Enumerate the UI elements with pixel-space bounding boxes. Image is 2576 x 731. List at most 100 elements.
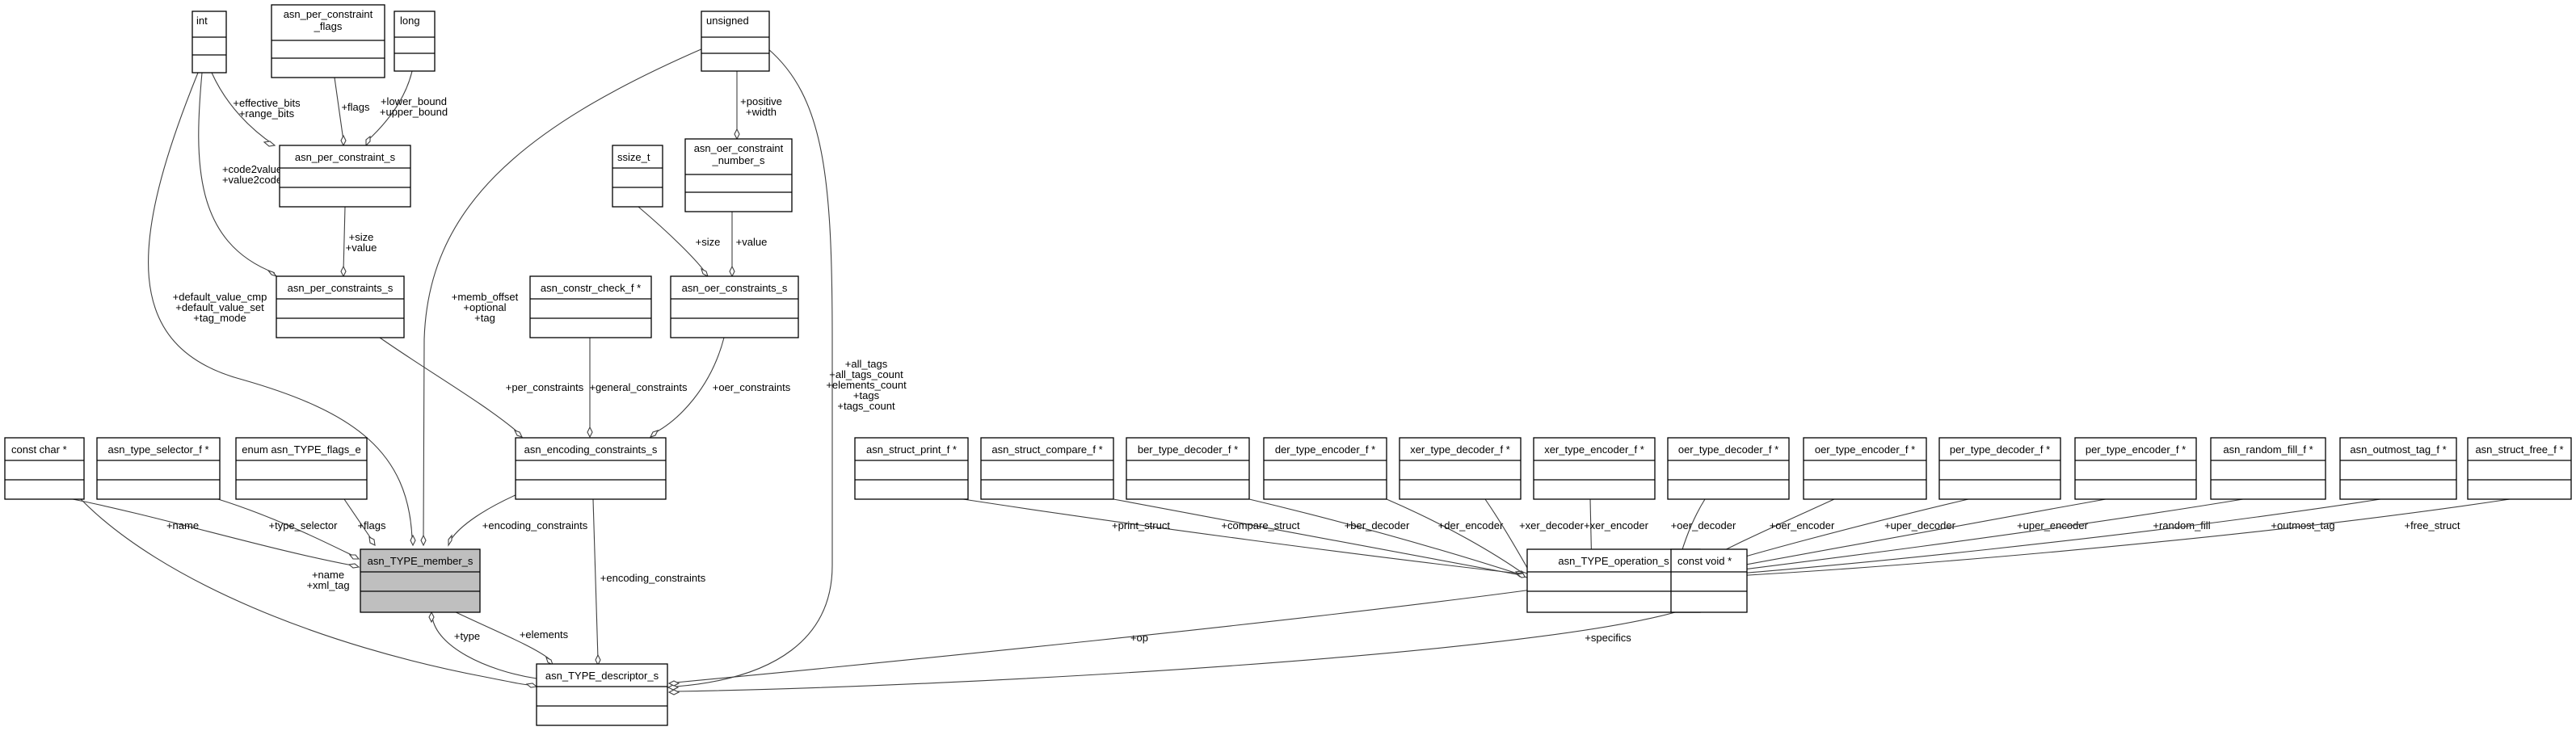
edge-label-der-encoder: +der_encoder <box>1438 519 1504 531</box>
class-type-member-title: asn_TYPE_member_s <box>368 555 474 567</box>
edge-label-descriptor-enc: +encoding_constraints <box>600 572 706 584</box>
edge-flags-member: +flags <box>343 498 386 546</box>
edge-label-print-struct: +print_struct <box>1112 519 1170 531</box>
class-der-encoder[interactable]: der_type_encoder_f * <box>1263 437 1387 500</box>
edge-label-oer-value: +value <box>736 236 768 248</box>
class-per-decoder-title: per_type_decoder_f * <box>1950 443 2050 456</box>
edge-compare-op: +compare_struct <box>1113 498 1527 578</box>
edge-type-selector-member: +type_selector <box>217 498 360 560</box>
edge-label-specifics: +specifics <box>1585 632 1631 644</box>
edge-label-xml-tag: +xml_tag <box>306 579 349 591</box>
edge-ber-dec-op: +ber_decoder <box>1248 498 1529 578</box>
class-oer-decoder[interactable]: oer_type_decoder_f * <box>1667 437 1790 500</box>
edge-label-flags: +flags <box>341 101 370 113</box>
class-per-constraint-s[interactable]: asn_per_constraint_s <box>279 145 411 208</box>
class-per-encoder[interactable]: per_type_encoder_f * <box>2074 437 2197 500</box>
edge-label-outmost-tag: +outmost_tag <box>2271 519 2334 531</box>
edge-descriptor-member: +type <box>428 611 537 679</box>
class-oer-encoder[interactable]: oer_type_encoder_f * <box>1803 437 1927 500</box>
class-type-descriptor[interactable]: asn_TYPE_descriptor_s <box>536 663 668 726</box>
edge-label-width: +width <box>746 106 777 118</box>
class-oer-decoder-title: oer_type_decoder_f * <box>1678 443 1778 456</box>
edge-label-compare-struct: +compare_struct <box>1221 519 1300 531</box>
edge-label-ssize: +size <box>696 236 721 248</box>
edge-label-tags-count: +tags_count <box>837 400 895 412</box>
edge-label-type: +type <box>454 630 480 642</box>
class-ber-decoder[interactable]: ber_type_decoder_f * <box>1126 437 1250 500</box>
class-xer-decoder-title: xer_type_decoder_f * <box>1410 443 1510 456</box>
edge-label-effective-bits: +effective_bits <box>233 97 301 109</box>
edge-label-tag-mode: +tag_mode <box>193 312 246 324</box>
class-encoding-constraints-title: asn_encoding_constraints_s <box>524 443 658 456</box>
edge-char-member: +name <box>72 498 360 569</box>
class-struct-free[interactable]: asn_struct_free_f * <box>2467 437 2572 500</box>
class-per-constraint-flags[interactable]: asn_per_constraint _flags <box>271 4 385 78</box>
class-unsigned[interactable]: unsigned <box>701 11 770 72</box>
edge-oer-number-oer-constraints: +value <box>729 212 768 278</box>
edge-label-uper-encoder: +uper_encoder <box>2017 519 2088 531</box>
edge-ssize-oer-constraints: +size <box>638 206 721 278</box>
class-int-title: int <box>196 15 208 27</box>
class-per-decoder[interactable]: per_type_decoder_f * <box>1938 437 2061 500</box>
class-der-encoder-title: der_type_encoder_f * <box>1275 443 1375 456</box>
edge-int-per-constraints: +code2value +value2code <box>198 72 282 278</box>
class-xer-encoder-title: xer_type_encoder_f * <box>1544 443 1644 456</box>
edge-label-op: +op <box>1130 632 1148 644</box>
class-encoding-constraints[interactable]: asn_encoding_constraints_s <box>515 437 667 500</box>
edge-label-positive: +positive <box>740 95 782 107</box>
edge-label-elements: +elements <box>520 628 569 641</box>
class-xer-decoder[interactable]: xer_type_decoder_f * <box>1399 437 1522 500</box>
class-random-fill[interactable]: asn_random_fill_f * <box>2210 437 2326 500</box>
edge-label-oer-constraints: +oer_constraints <box>713 381 791 393</box>
edge-label-upper-bound: +upper_bound <box>380 106 448 118</box>
class-struct-print[interactable]: asn_struct_print_f * <box>854 437 969 500</box>
edge-int-member: +default_value_cmp +default_value_set +t… <box>148 72 416 547</box>
class-oer-constraint-number-title-2: _number_s <box>711 154 765 166</box>
edge-label-value2code: +value2code <box>222 174 282 186</box>
class-unsigned-title: unsigned <box>706 15 749 27</box>
edge-outmost-tag-op: +outmost_tag <box>1676 498 2381 579</box>
class-type-operation-title: asn_TYPE_operation_s <box>1558 555 1669 567</box>
class-flags-enum[interactable]: enum asn_TYPE_flags_e <box>235 437 368 500</box>
edge-label-memb-offset: +memb_offset <box>452 291 519 303</box>
edge-oer-constraints-enc: +oer_constraints <box>649 337 791 438</box>
edge-label-name: +name <box>166 519 199 531</box>
class-const-char[interactable]: const char * <box>4 437 85 500</box>
edge-unsigned-descriptor: +all_tags +all_tags_count +elements_coun… <box>667 48 907 691</box>
edge-label-member-flags: +flags <box>357 519 386 531</box>
class-long[interactable]: long <box>394 11 436 72</box>
class-per-constraint-flags-title-1: asn_per_constraint <box>284 8 373 20</box>
class-type-descriptor-title: asn_TYPE_descriptor_s <box>545 670 659 682</box>
class-xer-encoder[interactable]: xer_type_encoder_f * <box>1533 437 1656 500</box>
class-int[interactable]: int <box>192 11 227 74</box>
edge-label-member-enc: +encoding_constraints <box>482 519 588 531</box>
edge-label-oer-encoder: +oer_encoder <box>1770 519 1835 531</box>
class-struct-compare[interactable]: asn_struct_compare_f * <box>980 437 1114 500</box>
class-outmost-tag[interactable]: asn_outmost_tag_f * <box>2339 437 2457 500</box>
class-ssize-t[interactable]: ssize_t <box>612 145 663 208</box>
edge-label-default-value-cmp: +default_value_cmp <box>173 291 267 303</box>
edge-label-code2value: +code2value <box>222 163 282 175</box>
class-const-char-title: const char * <box>11 443 67 456</box>
class-long-title: long <box>400 15 420 27</box>
edge-unsigned-member: +memb_offset +optional +tag <box>420 48 704 547</box>
class-constr-check[interactable]: asn_constr_check_f * <box>529 275 652 338</box>
edge-per-constraint-per-constraints: +size +value <box>340 206 377 278</box>
boxes: int asn_per_constraint _flags long unsig… <box>4 4 2572 726</box>
edge-int-per-constraint: +effective_bits +range_bits <box>211 72 301 147</box>
class-type-selector[interactable]: asn_type_selector_f * <box>96 437 221 500</box>
class-per-constraints-s[interactable]: asn_per_constraints_s <box>276 275 405 338</box>
edge-operation-descriptor: +op <box>667 589 1533 687</box>
edge-enc-member: +encoding_constraints <box>448 494 588 547</box>
edge-der-enc-op: +der_encoder <box>1386 498 1531 579</box>
edge-label-range-bits: +range_bits <box>239 107 295 120</box>
edge-label-general-constraints: +general_constraints <box>589 381 688 393</box>
edge-label-size: +size <box>349 231 374 243</box>
class-type-member[interactable]: asn_TYPE_member_s <box>360 548 481 613</box>
edge-unsigned-oer-number: +positive +width <box>734 71 782 141</box>
class-const-void[interactable]: const void * <box>1670 548 1748 613</box>
class-oer-constraint-number[interactable]: asn_oer_constraint _number_s <box>684 138 793 212</box>
class-const-void-title: const void * <box>1677 555 1732 567</box>
class-oer-constraints-s[interactable]: asn_oer_constraints_s <box>670 275 799 338</box>
